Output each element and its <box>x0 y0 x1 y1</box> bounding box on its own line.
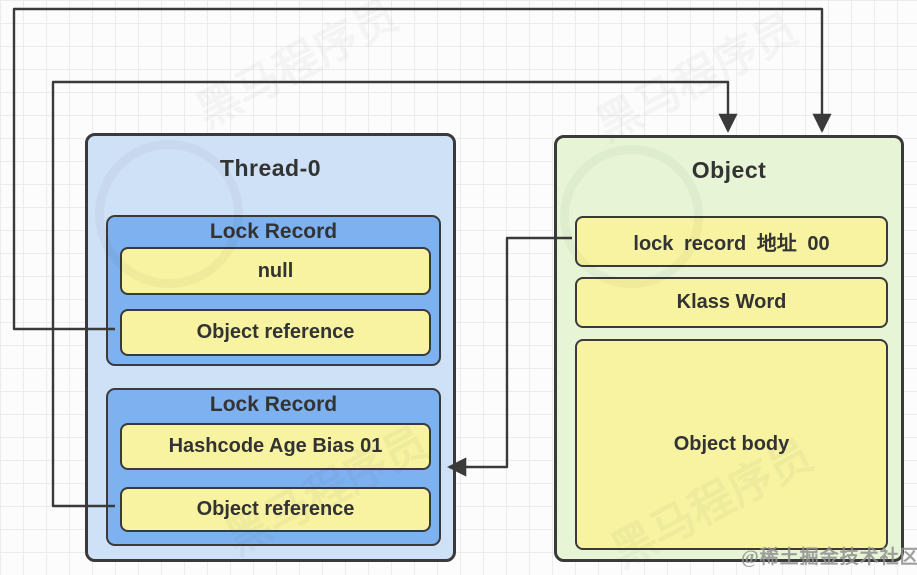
thread-0-box: Thread-0 Lock Record null Object referen… <box>85 133 456 562</box>
lock-record-1-cell-object-reference: Object reference <box>120 309 431 356</box>
lock-record-1: Lock Record null Object reference <box>106 215 441 366</box>
corner-watermark: @稀土掘金技术社区 <box>741 547 917 568</box>
lock-record-2-cell-object-reference: Object reference <box>120 487 431 532</box>
lock-record-2-cell-markword: Hashcode Age Bias 01 <box>120 423 431 470</box>
object-cell-object-body: Object body <box>575 339 888 550</box>
object-cell-klass-word: Klass Word <box>575 277 888 328</box>
lock-record-1-cell-null: null <box>120 247 431 295</box>
lock-record-1-label: Lock Record <box>209 220 338 243</box>
background-watermark: 黑马程序员 <box>583 0 807 154</box>
lock-record-2-label: Lock Record <box>209 393 338 416</box>
object-cell-lock-record-address: lock record 地址 00 <box>575 216 888 267</box>
background-watermark: 黑马程序员 <box>183 0 407 140</box>
object-title: Object <box>691 157 767 183</box>
object-box: Object lock record 地址 00 Klass Word Obje… <box>554 135 904 562</box>
thread-title: Thread-0 <box>219 155 322 181</box>
lock-record-2: Lock Record Hashcode Age Bias 01 Object … <box>106 388 441 546</box>
